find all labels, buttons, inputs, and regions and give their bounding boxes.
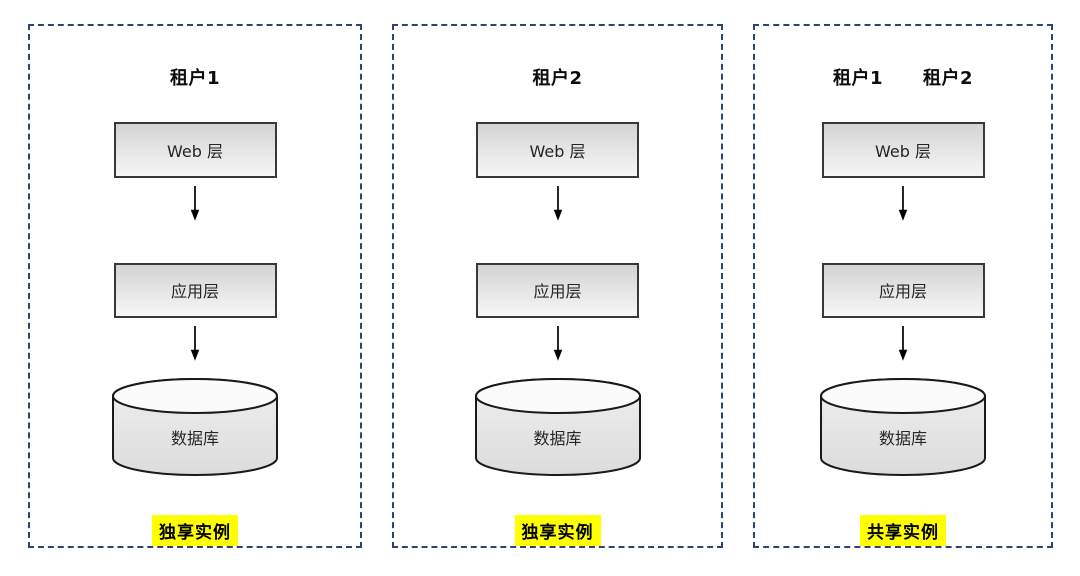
database-label: 数据库: [170, 429, 219, 448]
down-arrow-icon: [898, 185, 908, 221]
app-tier-box: 应用层: [821, 262, 985, 319]
tenant-title: 租户1: [832, 68, 883, 89]
database-cylinder: 数据库: [111, 377, 279, 477]
web-tier-box: Web 层: [113, 122, 277, 178]
down-arrow-icon: [898, 326, 908, 361]
panel-title: 租户1: [169, 64, 221, 89]
panel-tenant2-dedicated: 租户2 Web 层 应用层 数据库: [392, 24, 723, 548]
instance-type-label: 独享实例: [514, 515, 601, 546]
tenant-title: 租户2: [923, 68, 974, 89]
down-arrow-icon: [190, 185, 200, 221]
down-arrow-icon: [553, 326, 562, 361]
web-tier-box: Web 层: [821, 122, 985, 178]
panel-title: 租户2: [532, 64, 583, 89]
down-arrow-icon: [553, 185, 562, 221]
database-cylinder: 数据库: [474, 377, 642, 477]
panel-shared-instance: 租户1 租户2 Web 层 应用层 数据库: [753, 24, 1053, 548]
database-label: 数据库: [878, 429, 927, 448]
instance-type-label: 共享实例: [860, 515, 946, 546]
tenant-title: 租户2: [532, 68, 583, 89]
instance-type-label: 独享实例: [152, 515, 238, 546]
down-arrow-icon: [190, 326, 200, 361]
app-tier-box: 应用层: [476, 262, 639, 319]
app-tier-box: 应用层: [113, 262, 277, 319]
tenant-title: 租户1: [169, 68, 221, 89]
database-label: 数据库: [533, 429, 582, 448]
database-cylinder: 数据库: [819, 377, 987, 477]
panel-title: 租户1 租户2: [832, 64, 974, 89]
panel-tenant1-dedicated: 租户1 Web 层 应用层 数据库: [28, 24, 362, 548]
web-tier-box: Web 层: [476, 122, 639, 178]
